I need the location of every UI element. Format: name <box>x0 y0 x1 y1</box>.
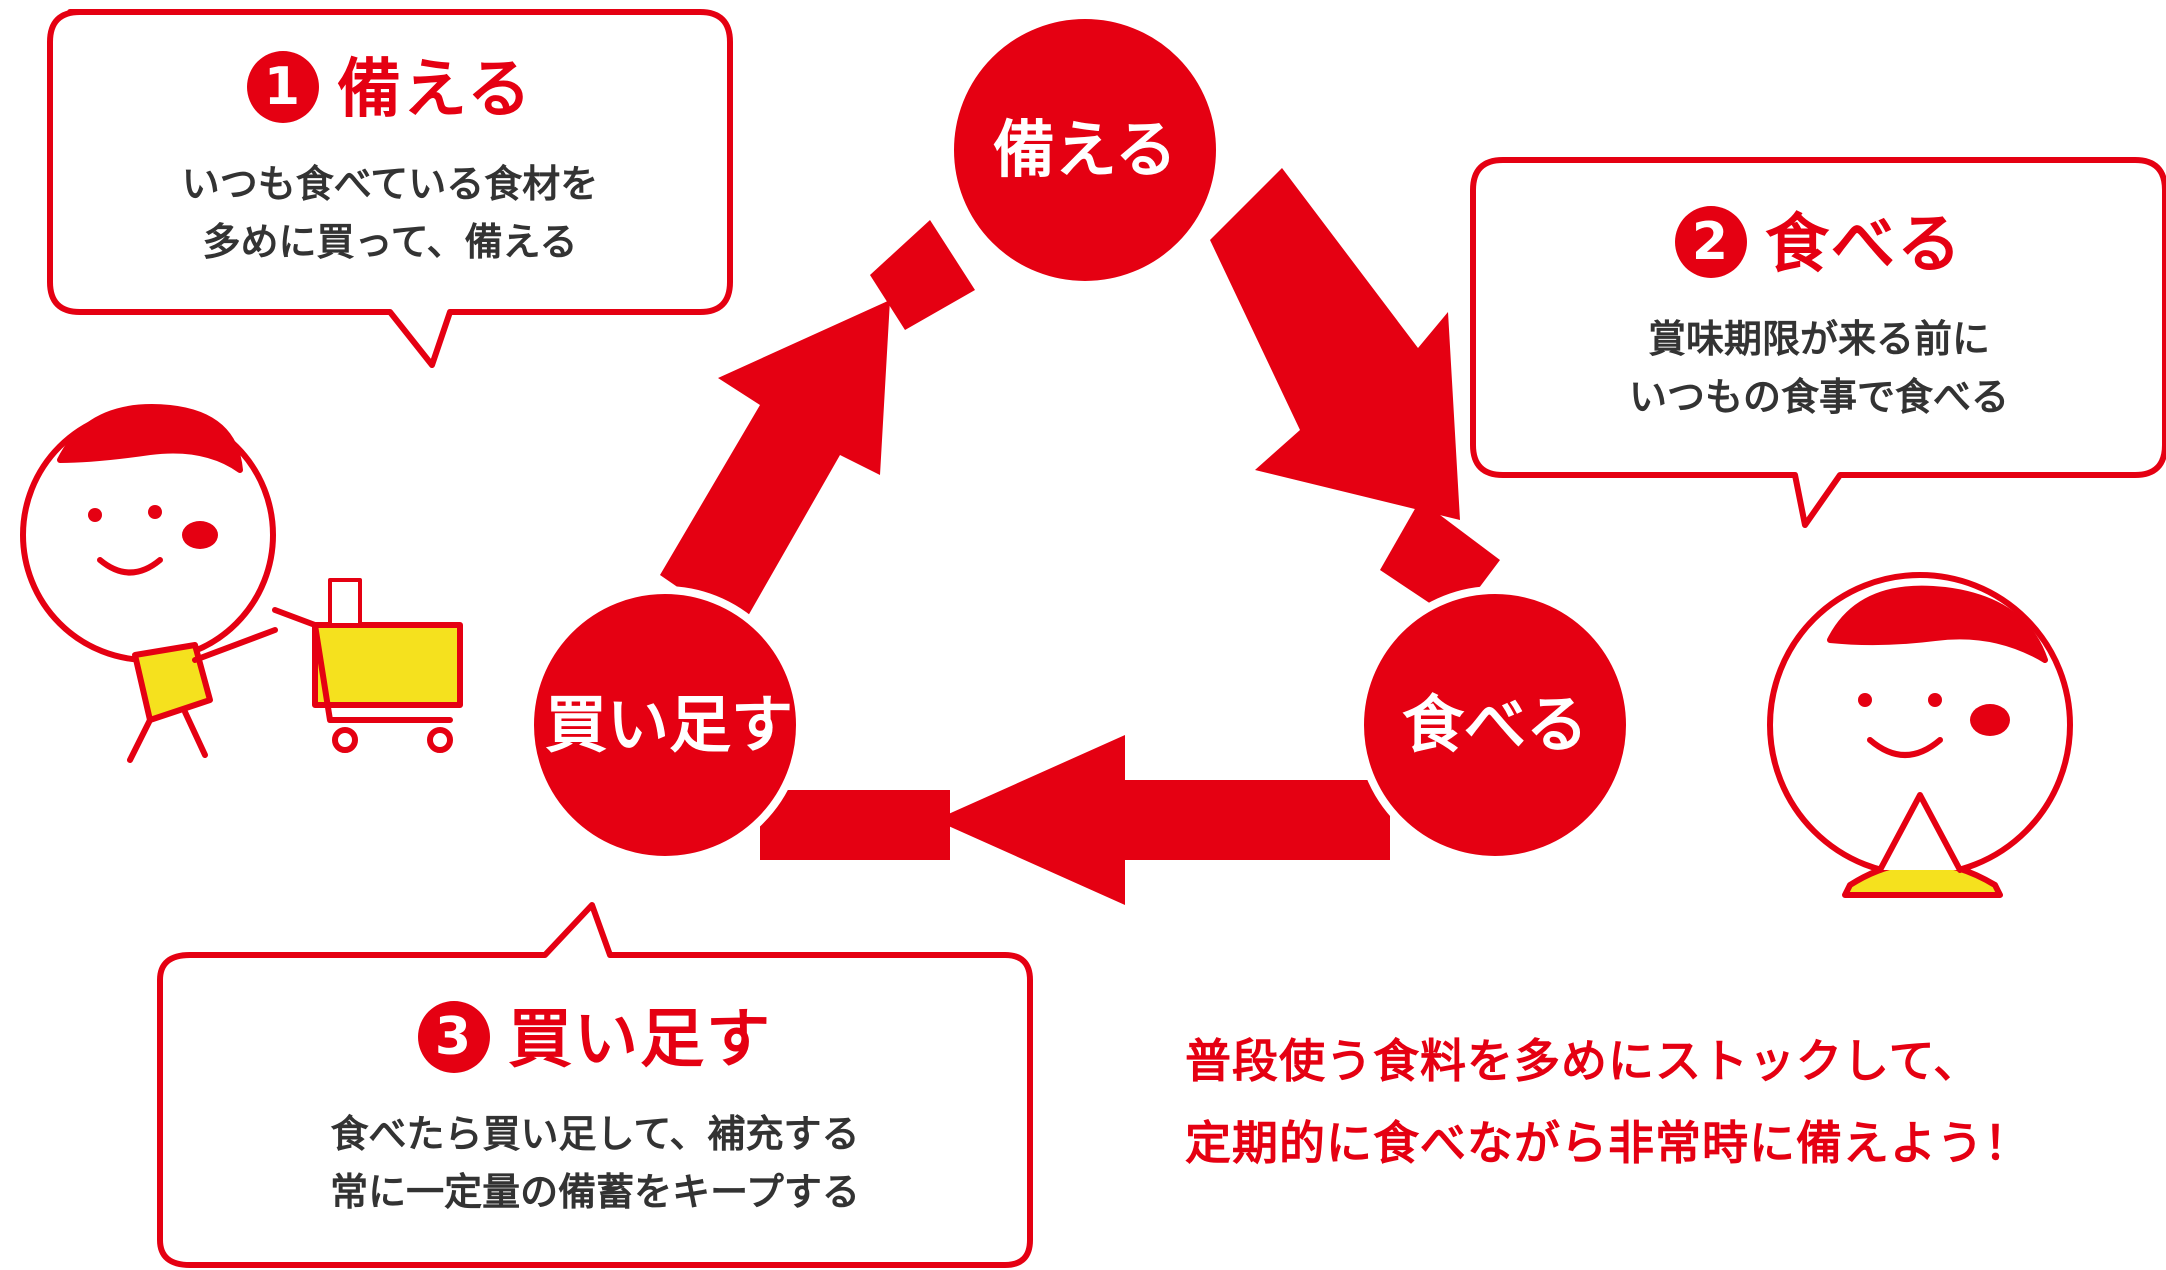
circle-restock <box>526 586 804 864</box>
circle-prepare <box>946 11 1224 289</box>
bubble-prepare-body: いつも食べている食材を 多めに買って、備える <box>50 155 730 271</box>
bubble-eat-line-2: いつもの食事で食べる <box>1628 375 2009 419</box>
bubble-prepare-frame <box>47 9 733 368</box>
bubble-restock-body: 食べたら買い足して、補充する 常に一定量の備蓄をキープする <box>160 1105 1030 1221</box>
bubble-eat-title-text: 食べる <box>1765 208 1963 282</box>
bubble-prepare-title-text: 備える <box>336 53 534 127</box>
bubble-prepare-line-2: 多めに買って、備える <box>202 220 578 264</box>
bubble-eat-frame <box>1470 157 2166 528</box>
closing-message-line-1: 普段使う食料を多めにストックして、 <box>1185 1034 1981 1088</box>
number-badge-2: 2 <box>1675 206 1747 279</box>
cycle-label-prepare: 備える <box>992 113 1178 186</box>
connector-top <box>870 220 975 330</box>
bubble-restock-frame <box>157 902 1033 1268</box>
bubble-prepare-line-1: いつも食べている食材を <box>181 162 599 206</box>
shopper-child-illustration <box>20 404 463 763</box>
arrow-eat-to-restock <box>935 735 1390 905</box>
number-badge-1: 1 <box>246 51 319 124</box>
number-badge-3: 3 <box>418 1001 490 1074</box>
circle-eat <box>1356 586 1634 864</box>
bubble-restock-line-2: 常に一定量の備蓄をキープする <box>330 1170 860 1214</box>
bubble-eat-body: 賞味期限が来る前に いつもの食事で食べる <box>1473 310 2165 426</box>
cycle-label-eat: 食べる <box>1401 688 1588 761</box>
eater-child-illustration <box>1767 572 2073 898</box>
bubble-restock-line-1: 食べたら買い足して、補充する <box>330 1112 860 1156</box>
arrow-restock-to-prepare <box>660 300 890 630</box>
cycle-label-restock: 買い足す <box>545 688 794 761</box>
connector-left <box>760 790 950 860</box>
closing-message: 普段使う食料を多めにストックして、 定期的に食べながら非常時に備えよう！ <box>1185 1020 2031 1184</box>
bubble-eat-line-1: 賞味期限が来る前に <box>1647 317 1990 361</box>
closing-message-line-2: 定期的に食べながら非常時に備えよう！ <box>1185 1116 2031 1170</box>
arrow-prepare-to-eat <box>1210 168 1460 520</box>
bubble-restock-title-text: 買い足す <box>508 1003 772 1077</box>
